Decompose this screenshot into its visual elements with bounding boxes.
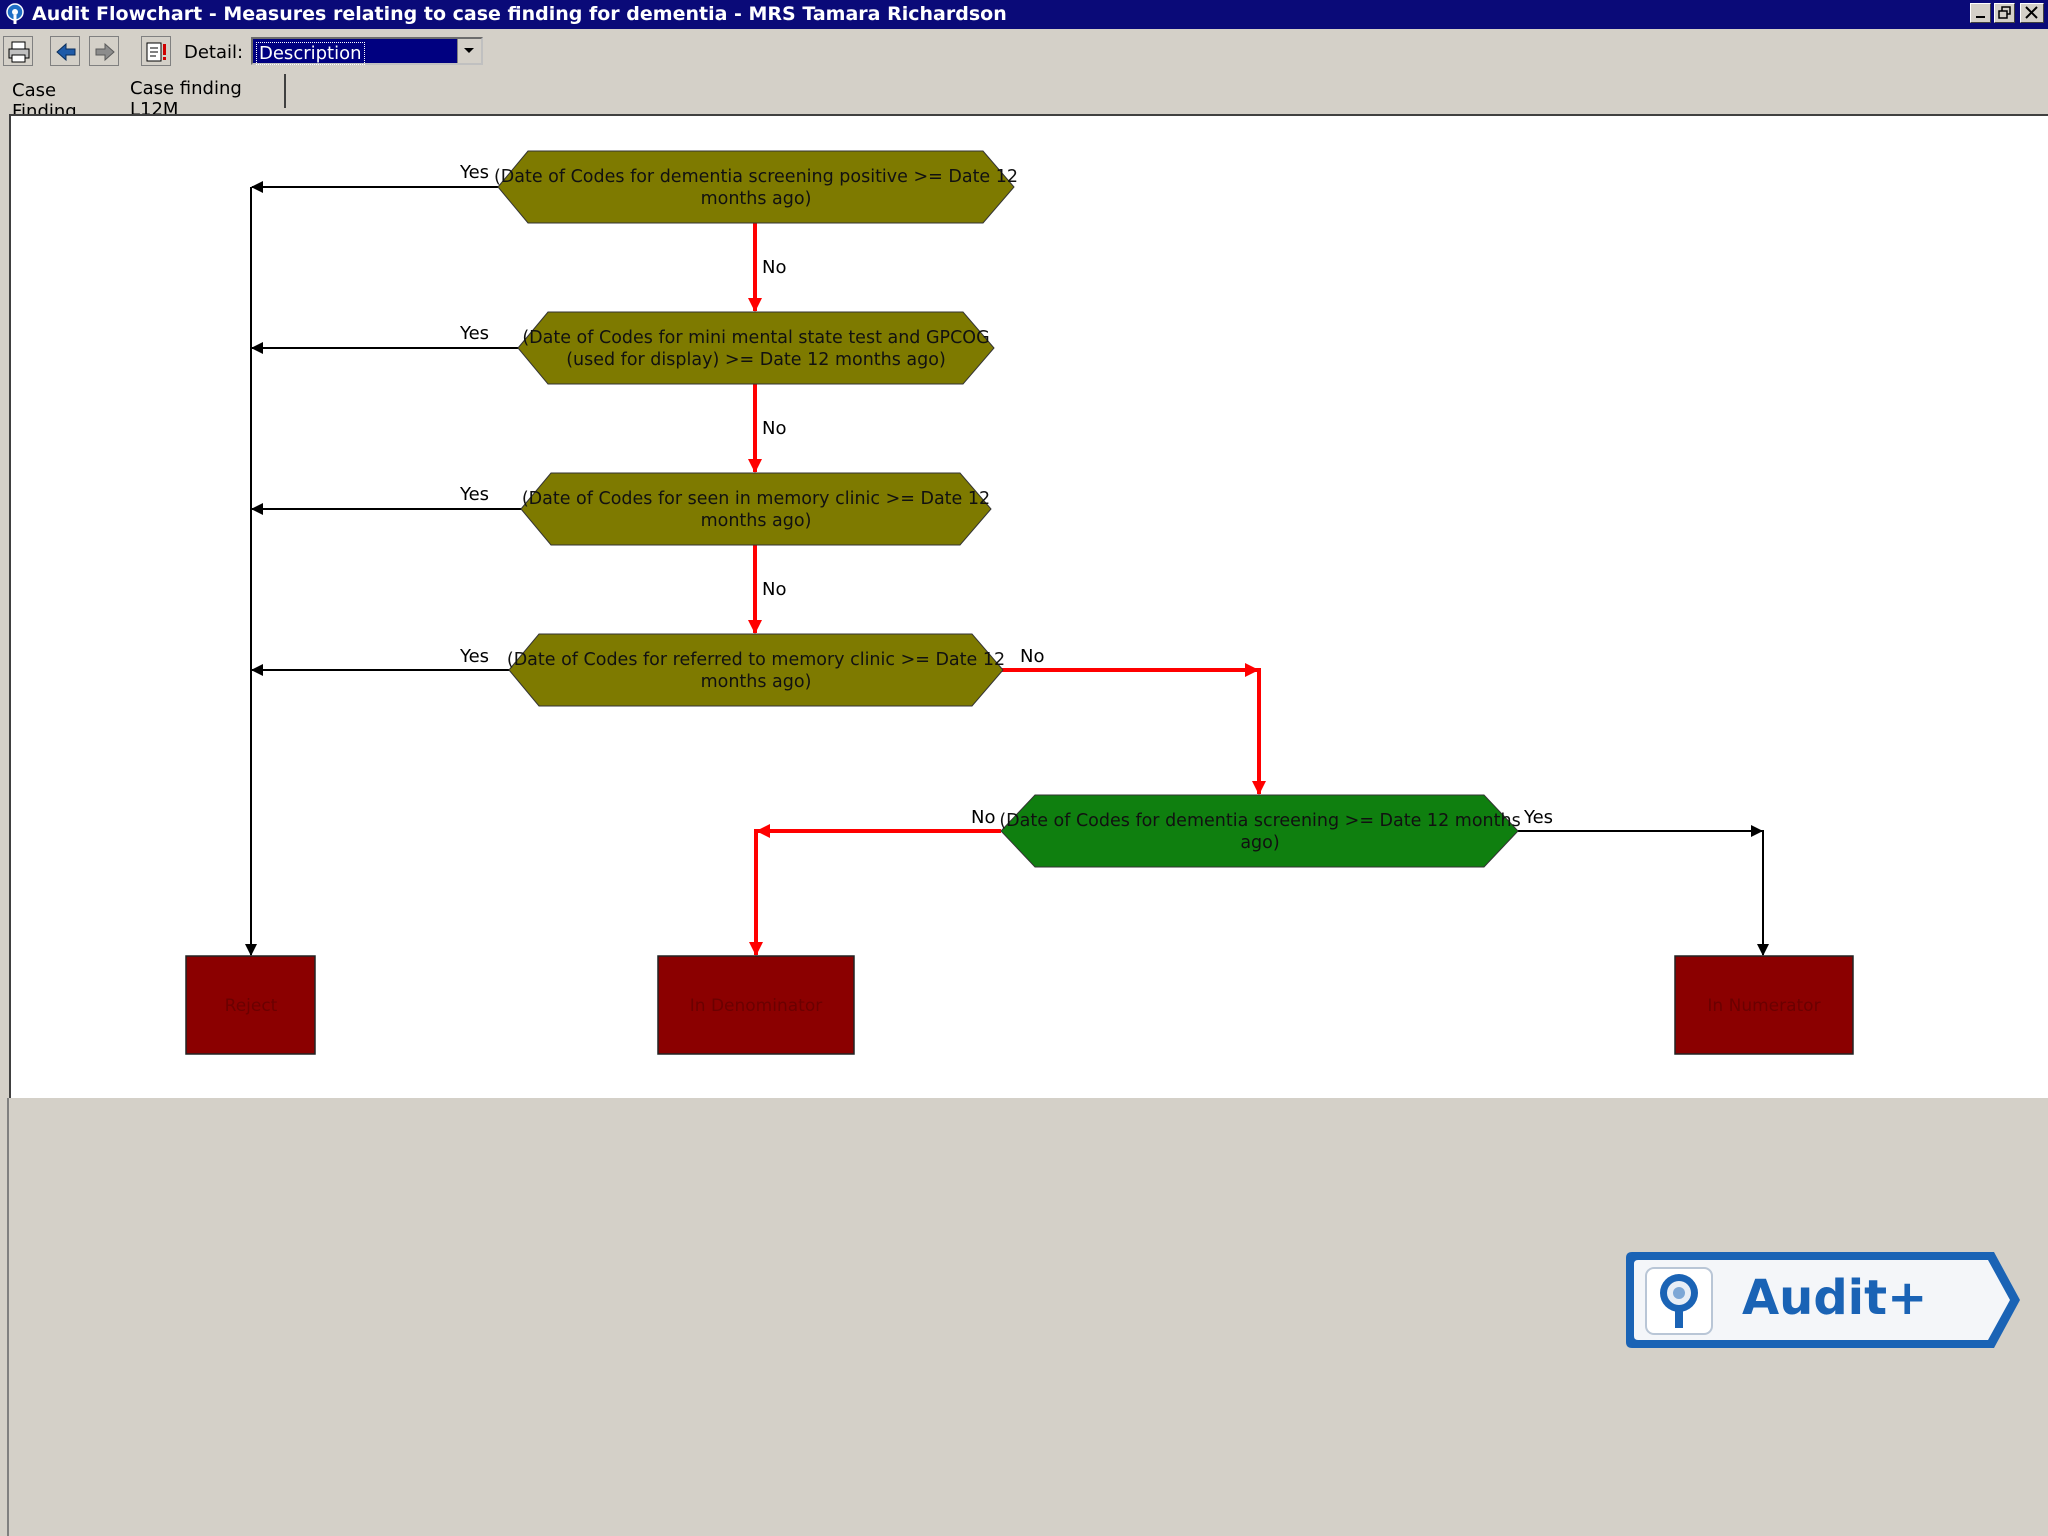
print-icon <box>8 41 30 63</box>
forward-arrow-icon <box>95 42 115 62</box>
decision-5-line1: (Date of Codes for dementia screening >=… <box>999 811 1520 831</box>
yes-label-3: Yes <box>459 484 489 505</box>
minimize-icon <box>1976 16 1985 18</box>
no-label-1: No <box>762 257 786 278</box>
audit-plus-badge: Audit+ <box>1624 1246 2024 1354</box>
terminal-in-denominator[interactable]: In Denominator <box>657 955 855 1055</box>
badge-shape <box>1626 1252 2020 1348</box>
tab-bar: Case Finding Case finding L12M <box>0 74 2048 122</box>
no-label-2: No <box>762 418 786 439</box>
title-bar: Audit Flowchart - Measures relating to c… <box>0 0 2048 29</box>
yes-label-4: Yes <box>459 646 489 667</box>
terminal-in-numerator-label: In Numerator <box>1707 996 1820 1016</box>
minimize-button[interactable] <box>1970 3 1991 23</box>
toolbar: Detail: Description <box>0 30 2048 74</box>
restore-icon <box>1998 6 2011 19</box>
restore-button[interactable] <box>1994 3 2015 23</box>
window-title: Audit Flowchart - Measures relating to c… <box>32 3 1007 25</box>
no-label-5: No <box>971 807 995 828</box>
no-label-4: No <box>1020 646 1044 667</box>
close-icon <box>2025 6 2038 19</box>
flowchart-canvas: (Date of Codes for dementia screening po… <box>9 114 2048 1098</box>
decision-5-line2: ago) <box>1240 833 1279 853</box>
brand-text: Audit+ <box>1742 1270 1928 1326</box>
forward-button[interactable] <box>89 36 119 66</box>
terminal-in-numerator[interactable]: In Numerator <box>1674 955 1854 1055</box>
decision-1-line1: (Date of Codes for dementia screening po… <box>494 167 1018 187</box>
terminal-in-denominator-label: In Denominator <box>690 996 822 1016</box>
decision-node-3[interactable]: (Date of Codes for seen in memory clinic… <box>520 472 992 546</box>
close-button[interactable] <box>2020 3 2044 23</box>
lower-panel-border <box>7 1098 9 1536</box>
yes-paths <box>245 181 1769 956</box>
decision-4-line2: months ago) <box>701 672 812 692</box>
detail-report-icon <box>146 42 166 62</box>
back-arrow-icon <box>56 42 76 62</box>
detail-report-button[interactable] <box>141 36 171 66</box>
detail-label: Detail: <box>184 42 244 63</box>
terminal-reject[interactable]: Reject <box>185 955 316 1055</box>
decision-1-line2: months ago) <box>701 189 812 209</box>
chevron-down-icon <box>464 48 474 53</box>
decision-node-4[interactable]: (Date of Codes for referred to memory cl… <box>507 633 1005 707</box>
decision-2-line2: (used for display) >= Date 12 months ago… <box>566 350 946 370</box>
audit-plus-logo-icon <box>1645 1267 1713 1335</box>
detail-dropdown[interactable]: Description <box>251 37 483 65</box>
yes-label-1: Yes <box>459 162 489 183</box>
detail-selected-value: Description <box>256 42 365 65</box>
decision-2-line1: (Date of Codes for mini mental state tes… <box>522 328 989 348</box>
decision-3-line2: months ago) <box>701 511 812 531</box>
decision-4-line1: (Date of Codes for referred to memory cl… <box>507 650 1005 670</box>
back-button[interactable] <box>50 36 80 66</box>
edge-labels: Yes Yes Yes Yes Yes No No No No No <box>459 162 1553 828</box>
terminal-reject-label: Reject <box>225 996 278 1016</box>
yes-label-5: Yes <box>1523 807 1553 828</box>
flowchart: (Date of Codes for dementia screening po… <box>185 150 1854 1055</box>
decision-node-1[interactable]: (Date of Codes for dementia screening po… <box>494 150 1018 224</box>
print-button[interactable] <box>3 36 33 66</box>
dropdown-button[interactable] <box>457 39 481 63</box>
tab-case-finding-l12m[interactable]: Case finding L12M <box>120 74 286 120</box>
decision-node-5[interactable]: (Date of Codes for dementia screening >=… <box>999 794 1521 868</box>
app-logo-icon <box>6 3 24 24</box>
decision-3-line1: (Date of Codes for seen in memory clinic… <box>522 489 990 509</box>
yes-label-2: Yes <box>459 323 489 344</box>
tab-case-finding[interactable]: Case Finding <box>12 80 77 122</box>
no-label-3: No <box>762 579 786 600</box>
no-paths <box>748 223 1266 956</box>
decision-node-2[interactable]: (Date of Codes for mini mental state tes… <box>517 311 995 385</box>
